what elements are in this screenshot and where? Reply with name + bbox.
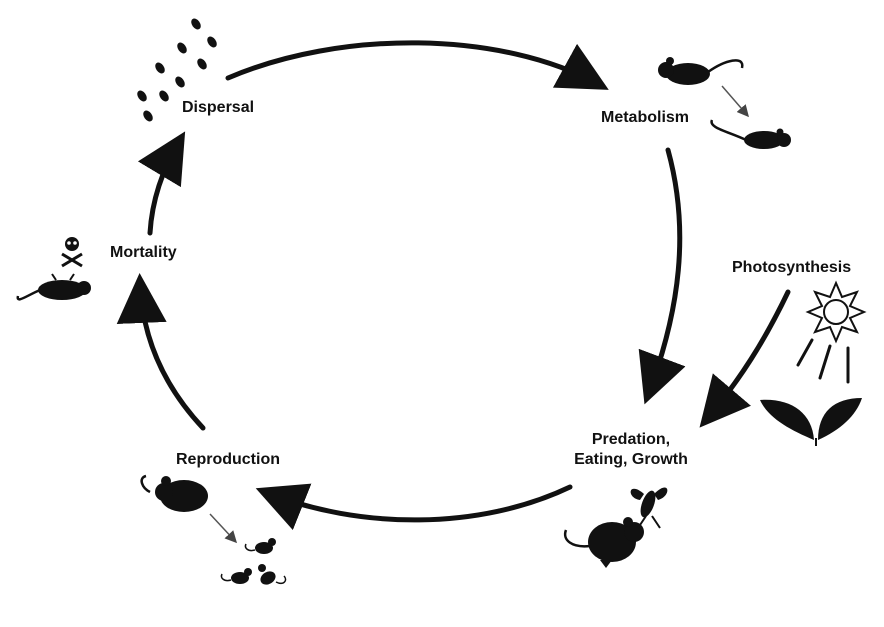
seeds-icon [137, 18, 217, 122]
mouse-offspring-icon [140, 474, 208, 512]
arrow-metabolism-to-predation [638, 147, 686, 405]
baby-mice-icon [220, 538, 287, 585]
label-mortality: Mortality [110, 244, 177, 261]
arrow-photosynthesis-to-predation [699, 289, 791, 428]
label-metabolism: Metabolism [601, 109, 690, 126]
arrow-predation-to-reproduction [255, 483, 573, 531]
leaves-icon [760, 398, 862, 446]
label-photosynthesis: Photosynthesis [732, 259, 852, 276]
insect-icon [630, 487, 668, 529]
label-reproduction: Reproduction [176, 451, 280, 468]
label-predation: Predation, Eating, Growth [560, 430, 702, 470]
mouse-eating-icon [563, 517, 644, 568]
small-mouse-icon [710, 119, 791, 149]
arrow-reproduction-to-mortality [116, 273, 206, 431]
reproduction-transition-arrow [209, 513, 238, 544]
label-predation-line2: Eating, Growth [574, 451, 688, 468]
sun-rays-icon [796, 338, 850, 384]
label-predation-line1: Predation, [591, 431, 671, 448]
sun-icon [805, 280, 867, 344]
skull-crossbones-icon [61, 237, 83, 268]
arrow-dispersal-to-metabolism [225, 40, 609, 90]
metabolism-transition-arrow [721, 85, 749, 118]
arrow-mortality-to-dispersal [137, 131, 186, 236]
dead-mouse-icon [16, 273, 91, 301]
label-dispersal: Dispersal [182, 99, 255, 116]
mouse-icon [658, 57, 744, 85]
